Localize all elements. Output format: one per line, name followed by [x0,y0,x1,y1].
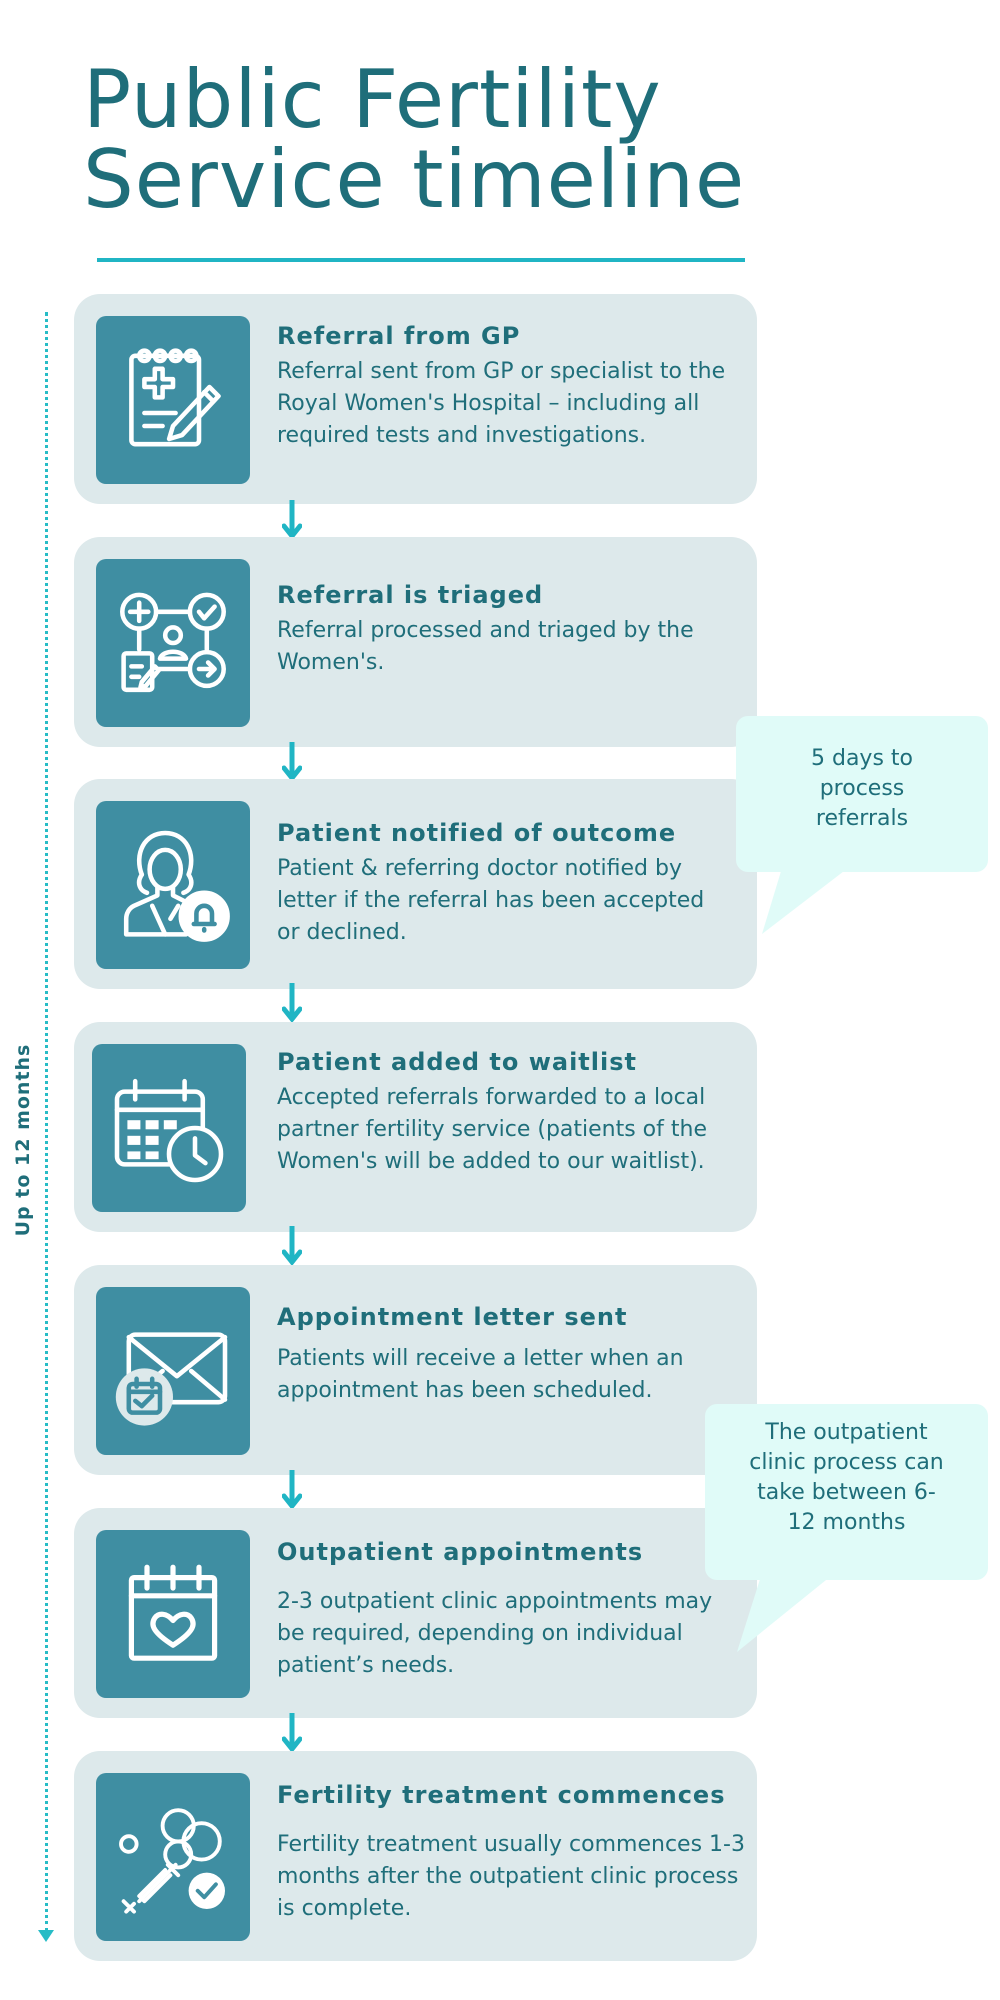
step-card-referral-from-gp: Referral from GP Referral sent from GP o… [74,294,757,504]
callout-text: The outpatient clinic process can take b… [749,1420,944,1535]
step-description: Patient & referring doctor notified by l… [277,856,705,945]
step-description: Referral processed and triaged by the Wo… [277,618,694,675]
step-heading: Outpatient appointments [277,1538,644,1566]
clipboard-pencil-icon [96,316,250,484]
down-arrow-icon [282,1713,302,1754]
timeline-arrow-icon [38,1930,54,1942]
title-line-1: Public Fertility [83,53,662,146]
step-heading: Patient added to waitlist [277,1048,637,1076]
callout-outpatient-duration: The outpatient clinic process can take b… [705,1404,988,1580]
page-title: Public Fertility Service timeline [83,60,745,220]
down-arrow-icon [282,742,302,783]
step-card-treatment-commences: Fertility treatment commences Fertility … [74,1751,757,1961]
step-card-patient-notified: Patient notified of outcome Patient & re… [74,779,757,989]
step-heading: Referral is triaged [277,581,544,609]
step-description: 2-3 outpatient clinic appointments may b… [277,1589,713,1678]
step-description: Referral sent from GP or specialist to t… [277,359,726,448]
syringe-cells-icon [96,1773,250,1941]
step-description: Patients will receive a letter when an a… [277,1346,684,1403]
timeline-dotted-line [45,312,48,1932]
down-arrow-icon [282,983,302,1024]
callout-tail [737,1576,831,1652]
step-card-added-to-waitlist: Patient added to waitlist Accepted refer… [74,1022,757,1232]
callout-tail [762,868,848,934]
callout-text: 5 days to process referrals [811,746,913,831]
down-arrow-icon [282,500,302,541]
down-arrow-icon [282,1226,302,1267]
step-card-outpatient-appointments: Outpatient appointments 2-3 outpatient c… [74,1508,757,1718]
down-arrow-icon [282,1470,302,1511]
step-heading: Fertility treatment commences [277,1781,726,1809]
triage-flow-icon [96,559,250,727]
calendar-clock-icon [92,1044,246,1212]
step-card-referral-triaged: Referral is triaged Referral processed a… [74,537,757,747]
step-card-appointment-letter: Appointment letter sent Patients will re… [74,1265,757,1475]
step-description: Accepted referrals forwarded to a local … [277,1085,707,1174]
calendar-heart-icon [96,1530,250,1698]
timeline-duration-label: Up to 12 months [12,1043,34,1237]
title-line-2: Service timeline [83,133,746,226]
callout-process-referrals: 5 days to process referrals [736,716,988,872]
step-description: Fertility treatment usually commences 1-… [277,1832,745,1921]
title-divider [97,258,745,262]
envelope-calendar-icon [96,1287,250,1455]
step-heading: Patient notified of outcome [277,819,677,847]
doctor-bell-icon [96,801,250,969]
step-heading: Appointment letter sent [277,1303,628,1331]
step-heading: Referral from GP [277,322,521,350]
